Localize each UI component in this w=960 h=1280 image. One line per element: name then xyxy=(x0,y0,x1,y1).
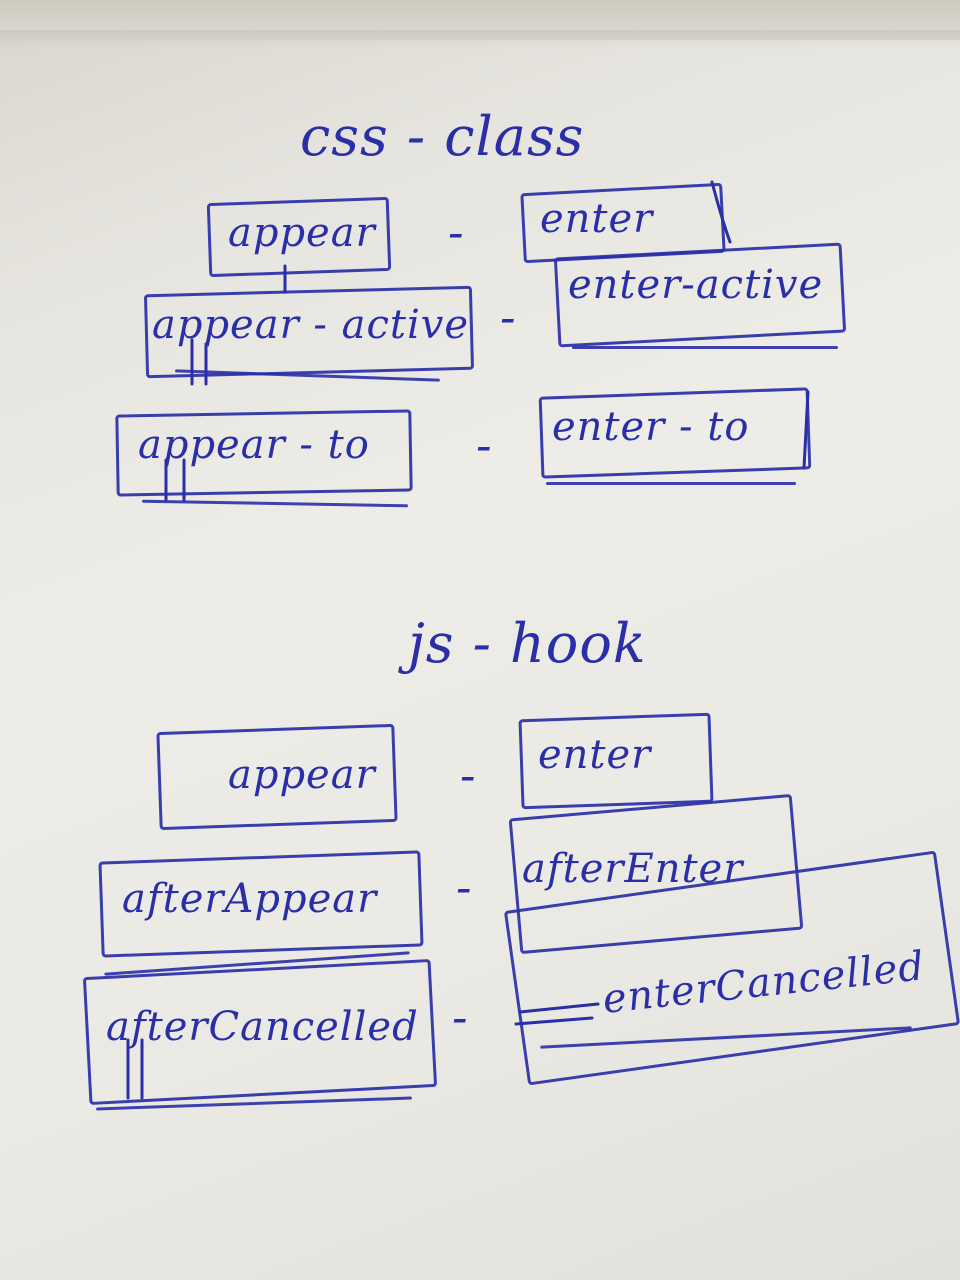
js-left-label-2: afterAppear xyxy=(122,876,378,922)
css-dash-1: - xyxy=(448,205,465,259)
strike-scribble xyxy=(514,1002,600,1026)
js-dash-1: - xyxy=(460,748,477,802)
css-right-underline-2 xyxy=(572,346,838,349)
css-heading: css - class xyxy=(300,105,585,168)
css-right-label-3: enter - to xyxy=(552,404,750,450)
css-right-underline-3 xyxy=(546,482,796,485)
css-right-label-2: enter-active xyxy=(568,262,824,308)
arrow-stroke-3 xyxy=(164,458,186,502)
css-dash-3: - xyxy=(476,418,493,472)
paper-shadow xyxy=(0,30,960,50)
js-dash-3: - xyxy=(452,990,469,1044)
bracket-stroke-1 xyxy=(710,180,732,244)
css-right-label-1: enter xyxy=(540,196,654,242)
paper-edge xyxy=(0,0,960,40)
js-left-label-3: afterCancelled xyxy=(106,1004,419,1050)
js-right-label-1: enter xyxy=(538,732,652,778)
js-left-label-1: appear xyxy=(228,752,376,798)
js-dash-2: - xyxy=(456,860,473,914)
arrow-stroke-2 xyxy=(190,338,208,386)
css-dash-2: - xyxy=(500,290,517,344)
js-heading: js - hook xyxy=(408,612,647,675)
css-left-label-3: appear - to xyxy=(138,422,370,468)
arrow-stroke-4 xyxy=(126,1038,144,1100)
js-right-label-2: afterEnter xyxy=(522,846,744,892)
css-left-label-1: appear xyxy=(228,210,376,256)
css-left-label-2: appear - active xyxy=(152,302,470,348)
bracket-stroke-2 xyxy=(802,390,810,470)
